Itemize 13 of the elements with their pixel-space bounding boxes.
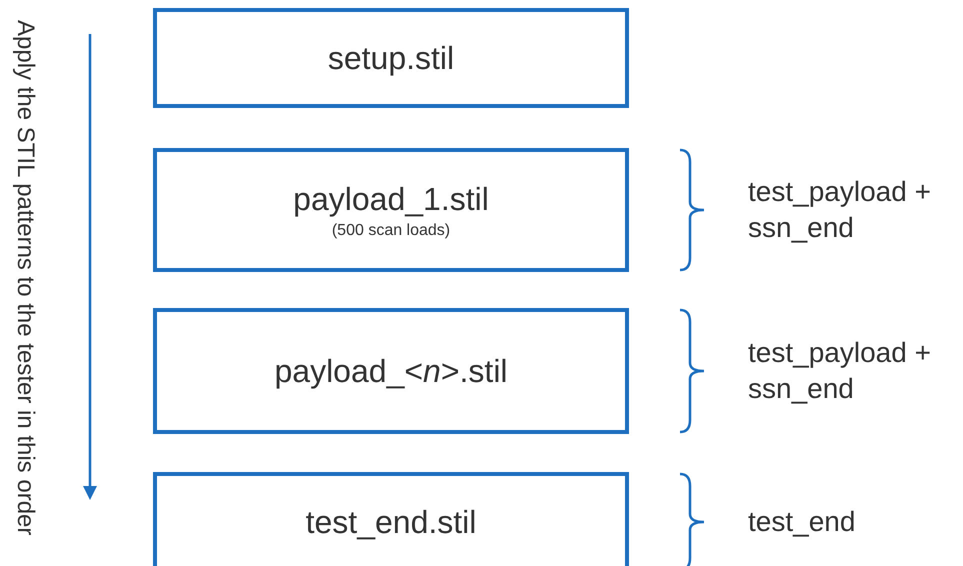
- file-box: [153, 8, 629, 108]
- file-box: [153, 148, 629, 272]
- file-name: payload_1.stil: [293, 180, 489, 218]
- pattern-content-note: test_end: [748, 505, 856, 539]
- file-name: test_end.stil: [306, 504, 476, 540]
- order-note: Apply the STIL patterns to the tester in this order: [11, 20, 40, 538]
- file-name: setup.stil: [328, 40, 454, 76]
- file-box: [153, 308, 629, 434]
- file-name: payload_<n>.stil: [274, 352, 508, 390]
- pattern-content-note: test_payload + ssn_end: [748, 336, 932, 406]
- file-box: [153, 472, 629, 566]
- pattern-content-note: test_payload + ssn_end: [748, 175, 932, 245]
- file-note: (500 scan loads): [332, 222, 450, 240]
